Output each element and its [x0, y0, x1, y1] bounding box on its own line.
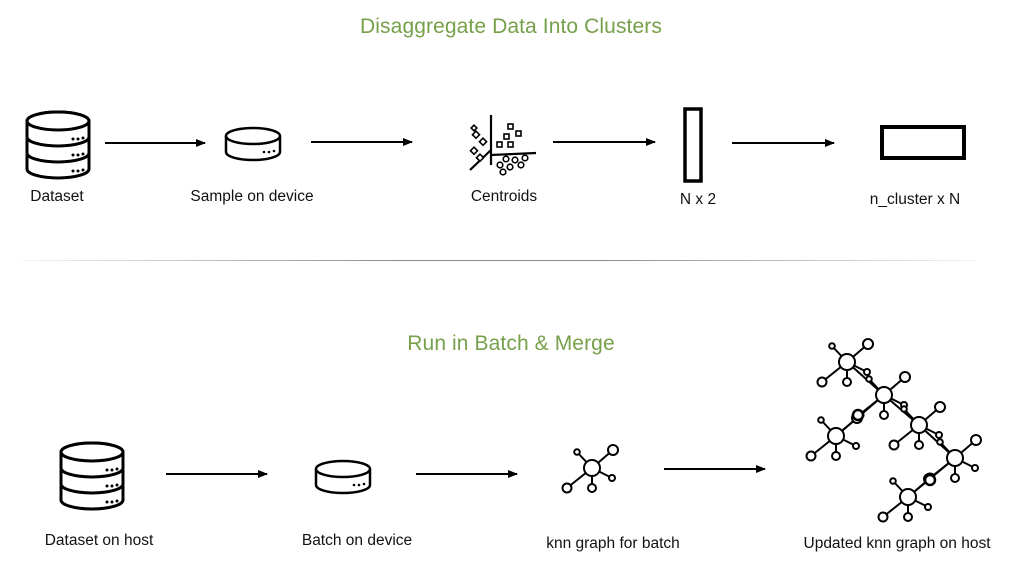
merged-graph-icon: [805, 338, 982, 523]
scatter-plot-icon: [469, 115, 537, 176]
database-icon: [25, 110, 91, 180]
disk-icon: [224, 126, 282, 162]
label-batch-on-device: Batch on device: [301, 532, 413, 549]
label-sample-on-device: Sample on device: [190, 188, 314, 205]
database-on-host-icon: [59, 441, 125, 511]
matrix-icon: [880, 125, 966, 160]
section2-title: Run in Batch & Merge: [407, 332, 615, 355]
label-knn-graph-for-batch: knn graph for batch: [546, 535, 680, 552]
section-divider: [22, 260, 977, 261]
label-n-cluster-x-n: n_cluster x N: [869, 191, 961, 208]
batch-disk-icon: [314, 459, 372, 495]
label-updated-knn-graph: Updated knn graph on host: [803, 535, 991, 552]
graph-icon: [561, 444, 619, 494]
label-dataset-on-host: Dataset on host: [44, 532, 154, 549]
section1-title: Disaggregate Data Into Clusters: [360, 15, 662, 38]
label-centroids: Centroids: [470, 188, 538, 205]
column-vector-icon: [683, 107, 703, 183]
label-n-x-2: N x 2: [679, 191, 717, 208]
label-dataset: Dataset: [30, 188, 84, 205]
